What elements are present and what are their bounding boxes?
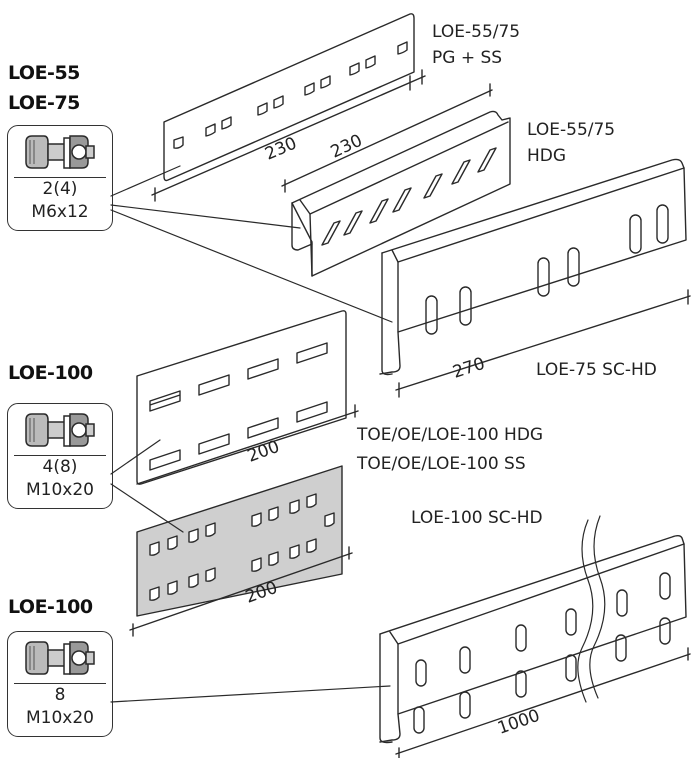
box-divider	[14, 177, 106, 178]
plate-hdg-100	[136, 310, 359, 485]
box-divider	[14, 683, 106, 684]
group-header-loe-75: LOE-75	[8, 92, 80, 114]
bolt-size: M10x20	[26, 480, 94, 500]
dim-profile-medium: 270	[450, 354, 487, 383]
bolt-set-box-2: 4(8) M10x20	[7, 403, 113, 509]
plate-pg-ss	[151, 13, 426, 202]
label-profile-sc-hd-75: LOE-75 SC-HD	[536, 360, 657, 380]
profile-sc-hd-100	[379, 515, 691, 758]
profile-hdg	[281, 83, 511, 277]
bolt-size: M10x20	[26, 708, 94, 728]
label-profile-hdg-2: HDG	[527, 146, 567, 166]
plate-ss-100	[129, 465, 353, 637]
bolt-nut-washer-icon	[25, 413, 95, 447]
bolt-nut-washer-icon	[25, 641, 95, 675]
box-divider	[14, 455, 106, 456]
label-profile-sc-hd-100: LOE-100 SC-HD	[411, 508, 543, 528]
profile-sc-hd-75	[379, 158, 691, 398]
bolt-nut-washer-icon	[25, 135, 95, 169]
leader-lines	[110, 165, 393, 703]
bolt-quantity: 8	[54, 685, 66, 705]
dim-plate-small: 230	[262, 134, 300, 165]
bolt-set-box-1: 2(4) M6x12	[7, 125, 113, 231]
label-profile-hdg-1: LOE-55/75	[527, 120, 616, 140]
label-plate-pg-ss-1: LOE-55/75	[432, 22, 521, 42]
bolt-set-box-3: 8 M10x20	[7, 631, 113, 737]
label-plate-pg-ss-2: PG + SS	[432, 48, 503, 68]
group-header-loe-55: LOE-55	[8, 62, 80, 84]
dim-profile-small: 230	[328, 131, 366, 163]
label-plate-ss-100: TOE/OE/LOE-100 SS	[357, 454, 526, 474]
dim-profile-long: 1000	[495, 706, 542, 739]
bolt-quantity: 2(4)	[42, 179, 78, 199]
bolt-quantity: 4(8)	[42, 457, 78, 477]
bolt-size: M6x12	[31, 202, 89, 222]
label-plate-hdg-100: TOE/OE/LOE-100 HDG	[357, 425, 544, 445]
group-header-loe-100-a: LOE-100	[8, 362, 93, 384]
group-header-loe-100-b: LOE-100	[8, 596, 93, 618]
